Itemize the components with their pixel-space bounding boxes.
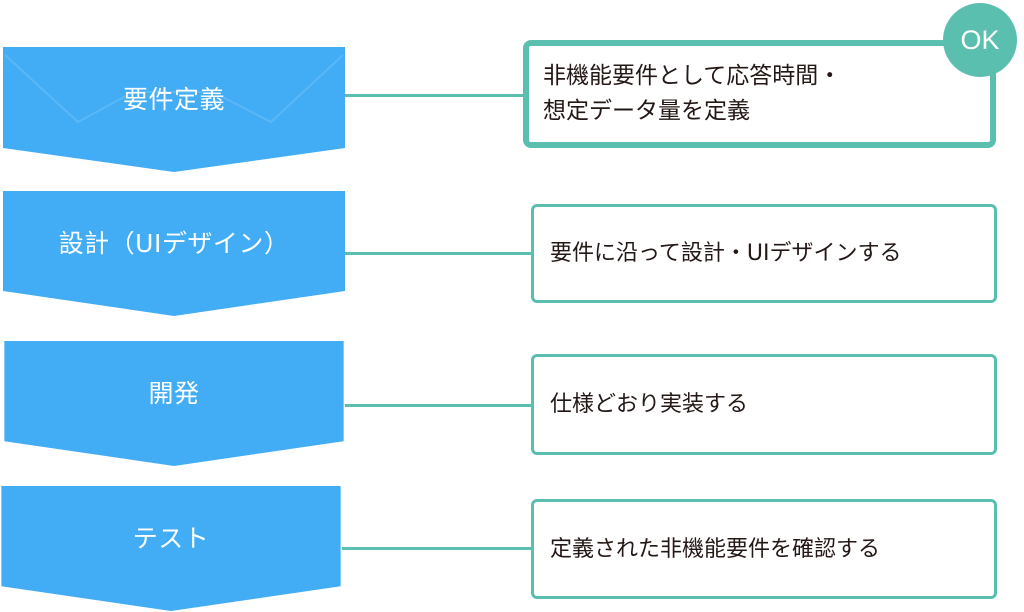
step-requirements: 要件定義 xyxy=(3,47,345,172)
description-line: 非機能要件として応答時間・ xyxy=(543,63,842,89)
step-description-box: 要件に沿って設計・UIデザインする xyxy=(531,204,997,303)
connector-line xyxy=(345,404,532,407)
step-label: 要件定義 xyxy=(122,84,225,114)
description-line: 想定データ量を定義 xyxy=(543,98,750,124)
ok-badge: OK xyxy=(943,3,1017,77)
step-description-box: 仕様どおり実装する xyxy=(531,354,997,455)
description-line: 定義された非機能要件を確認する xyxy=(550,536,881,562)
step-design: 設計（UIデザイン） xyxy=(3,191,345,316)
step-label: 開発 xyxy=(148,378,200,408)
step-arrow-shape xyxy=(1,486,341,611)
connector-line xyxy=(345,94,525,97)
step-arrow-shape xyxy=(3,47,345,172)
connector-line xyxy=(342,547,532,550)
description-line: 仕様どおり実装する xyxy=(550,392,749,417)
step-description-box: 定義された非機能要件を確認する xyxy=(531,499,997,599)
step-arrow-shape xyxy=(3,191,345,316)
connector-line xyxy=(345,252,532,255)
envelope-watermark xyxy=(4,54,344,124)
step-arrow-shape xyxy=(4,341,344,466)
step-test: テスト xyxy=(0,486,342,611)
description-line: 要件に沿って設計・UIデザインする xyxy=(550,241,902,266)
step-description-box: 非機能要件として応答時間・ 想定データ量を定義 xyxy=(523,40,996,148)
step-label: テスト xyxy=(132,523,210,553)
step-development: 開発 xyxy=(3,341,345,466)
step-label: 設計（UIデザイン） xyxy=(58,228,290,258)
